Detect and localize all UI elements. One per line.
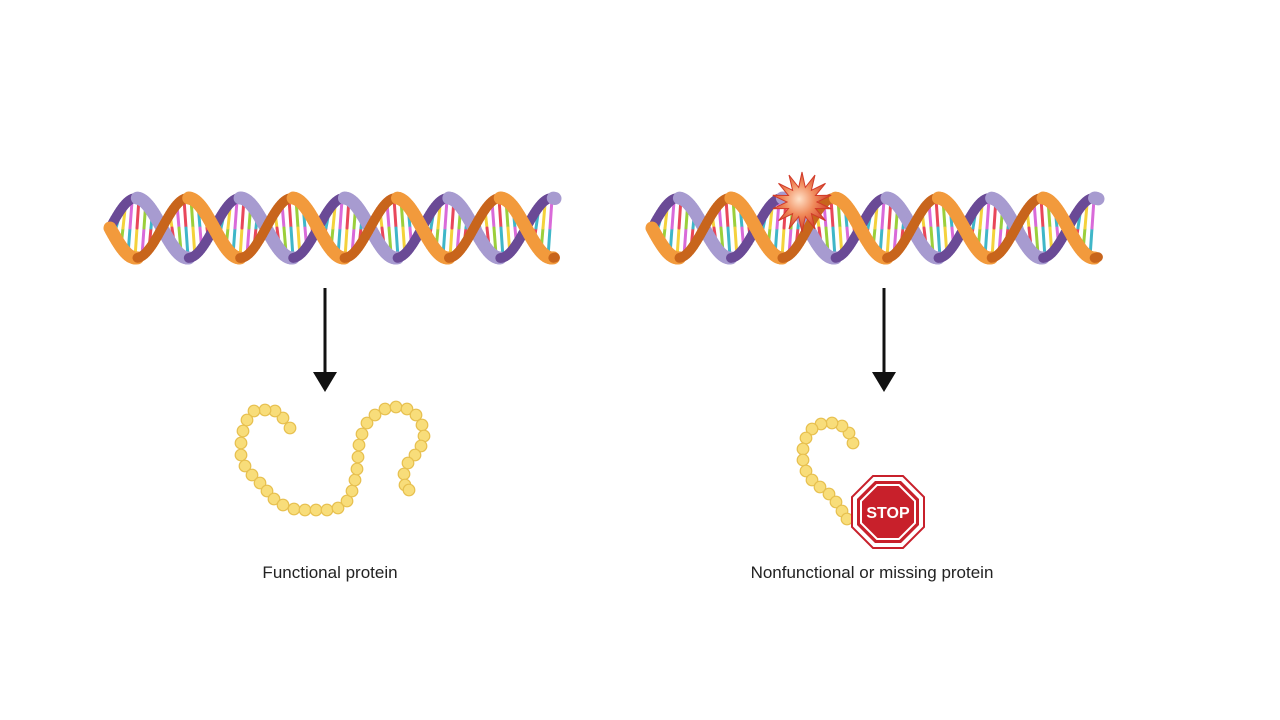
transcription-arrow-left	[313, 288, 337, 392]
mutation-burst-icon	[772, 171, 832, 233]
caption-nonfunctional-protein: Nonfunctional or missing protein	[750, 563, 994, 582]
functional-protein-chain	[234, 400, 431, 517]
panel-right: STOP	[645, 171, 1105, 549]
panel-left	[103, 191, 562, 517]
stop-sign-icon: STOP	[851, 475, 925, 549]
dna-double-helix-mutated	[645, 191, 1105, 265]
caption-functional-protein: Functional protein	[262, 563, 398, 582]
dna-double-helix-normal	[103, 191, 562, 265]
stop-sign-label: STOP	[866, 505, 910, 522]
truncated-protein-chain	[796, 416, 860, 526]
transcription-arrow-right	[872, 288, 896, 392]
